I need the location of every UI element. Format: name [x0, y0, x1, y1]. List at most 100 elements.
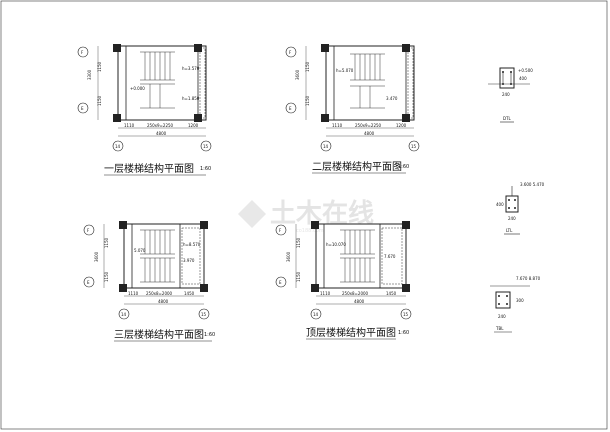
plan-4-dim-seg: 1450 — [386, 291, 397, 296]
plan-2-left-dim: 1150 — [305, 61, 310, 72]
plan-2-label: h=5.070 — [336, 68, 354, 73]
plan-2-axis-left: 14 — [323, 144, 329, 149]
plan-3-axis-bottom: E — [87, 280, 90, 285]
plan-4-column — [402, 284, 410, 292]
plan-3: 1110 250x8=2000 1450 4800 3600 1150 1150… — [83, 221, 215, 342]
plan-3-column — [119, 221, 127, 229]
plan-4-axis-bottom: E — [279, 280, 282, 285]
plan-1-left-dim: 1150 — [97, 95, 102, 106]
plan-3-frame — [123, 223, 205, 289]
plan-4-dim-seg: 1110 — [320, 291, 331, 296]
plan-1-dim-total: 4800 — [156, 131, 167, 136]
plan-3-dim-seg: 250x8=2000 — [146, 291, 173, 296]
plan-1-frame — [117, 45, 207, 121]
plan-3-label: h=8.570 — [183, 242, 201, 247]
plan-2-dim-total: 4800 — [364, 131, 375, 136]
plan-2-frame — [325, 45, 415, 121]
plan-3-left-dim: 3600 — [94, 251, 99, 262]
detail-dtl-width: 240 — [502, 92, 510, 97]
plan-3-column — [200, 221, 208, 229]
plan-1-axis-bubble-right — [200, 140, 212, 152]
plan-4-column — [311, 284, 319, 292]
plan-1-stair-treads — [140, 51, 175, 109]
detail-tbl-section — [495, 291, 511, 309]
plan-1-axis-left: 14 — [115, 144, 121, 149]
plan-2-stair-treads — [350, 53, 385, 109]
plan-3-dim-seg: 1110 — [128, 291, 139, 296]
watermark: 土木在线 co188.com — [238, 199, 374, 234]
plan-3-title: 三层楼梯结构平面图 — [114, 328, 204, 341]
plan-1-scale: 1:60 — [200, 166, 211, 172]
plan-4-axis-bubble-top — [275, 224, 287, 236]
plan-4-axis-left: 14 — [313, 312, 319, 317]
plan-1-label: +0.000 — [130, 86, 145, 91]
detail-dtl-height: 400 — [519, 76, 527, 81]
plan-3-axis-bubble-bottom — [83, 276, 95, 288]
plan-3-axis-right: 15 — [201, 312, 207, 317]
plan-2-dim-seg: 1200 — [396, 123, 407, 128]
plan-3-left-dim: 1150 — [104, 271, 109, 282]
plan-4-axis-bubble-right — [400, 308, 412, 320]
plan-1-dim-seg: 1110 — [124, 123, 135, 128]
plan-3-dim-seg: 1450 — [184, 291, 195, 296]
plan-1-dim-seg: 250x9=2250 — [147, 123, 174, 128]
plan-4-dashed-wall — [381, 227, 403, 285]
plan-4-stair-treads — [340, 229, 375, 283]
plan-3-label: 3.970 — [183, 258, 195, 263]
plan-3-column — [119, 284, 127, 292]
detail-ltl-level: 3.600 5.470 — [520, 182, 545, 187]
detail-tbl-width: 240 — [498, 314, 506, 319]
plan-3-axis-bubble-right — [198, 308, 210, 320]
detail-tbl-level: 7.670 8.870 — [516, 276, 541, 281]
plan-4-title: 顶层楼梯结构平面图 — [306, 326, 396, 339]
plan-3-axis-top: F — [87, 228, 90, 233]
plan-4-axis-bubble-left — [310, 308, 322, 320]
plan-3-scale: 1:60 — [204, 332, 215, 338]
detail-ltl-height: 400 — [496, 202, 504, 207]
plan-3-dim-total: 4800 — [158, 299, 169, 304]
plan-1-axis-bottom: E — [81, 106, 84, 111]
plan-2-title: 二层楼梯结构平面图 — [312, 160, 402, 173]
plan-4-scale: 1:60 — [398, 330, 409, 336]
plan-1-axis-right: 15 — [203, 144, 209, 149]
plan-1-axis-top: F — [81, 50, 84, 55]
plan-3-column — [200, 284, 208, 292]
plan-4-axis-top: F — [279, 228, 282, 233]
detail-dtl: +0.500 400 240 DTL — [488, 67, 533, 123]
plan-1-title: 一层楼梯结构平面图 — [104, 162, 194, 175]
plan-1-left-dim: 1150 — [97, 61, 102, 72]
plan-3-axis-left: 14 — [121, 312, 127, 317]
plan-2-axis-bubble-right — [408, 140, 420, 152]
plan-4-label: h=10.070 — [326, 242, 346, 247]
plan-1-label: h=1.850 — [182, 96, 200, 101]
detail-ltl-section — [505, 195, 519, 213]
plan-2-axis-top: F — [289, 50, 292, 55]
plan-1-label: h=3.570 — [182, 66, 200, 71]
plan-4-dim-seg: 250x8=2000 — [342, 291, 369, 296]
detail-dtl-section — [499, 67, 515, 89]
plan-2-axis-bubble-bottom — [285, 102, 297, 114]
plan-2-column — [321, 44, 329, 52]
plan-4-column — [402, 221, 410, 229]
plan-1-dashed-wall — [199, 47, 206, 119]
plan-4-left-dim: 3600 — [286, 251, 291, 262]
detail-tbl-tag: TBL — [495, 326, 504, 331]
plan-2-left-dim: 3600 — [295, 69, 300, 80]
plan-1-column — [194, 114, 202, 122]
plan-3-label: 5.070 — [134, 248, 146, 253]
plan-4-left-dim: 1150 — [296, 271, 301, 282]
plan-4-axis-bubble-bottom — [275, 276, 287, 288]
plan-2-label: 3.470 — [386, 96, 398, 101]
detail-dtl-level: +0.500 — [518, 68, 533, 73]
plan-2-axis-bubble-top — [285, 46, 297, 58]
plan-1-left-dim: 3300 — [87, 69, 92, 80]
plan-1-axis-bubble-left — [112, 140, 124, 152]
plan-3-stair-treads — [140, 229, 175, 283]
plan-3-left-dim: 1150 — [104, 237, 109, 248]
watermark-sub: co188.com — [296, 228, 324, 234]
plan-1-dim-seg: 1200 — [188, 123, 199, 128]
plan-2: 1110 250x9=2250 1200 4800 3600 1150 1150… — [285, 44, 420, 174]
plan-1: 1110 250x9=2250 1200 4800 3300 1150 1150… — [77, 44, 212, 176]
